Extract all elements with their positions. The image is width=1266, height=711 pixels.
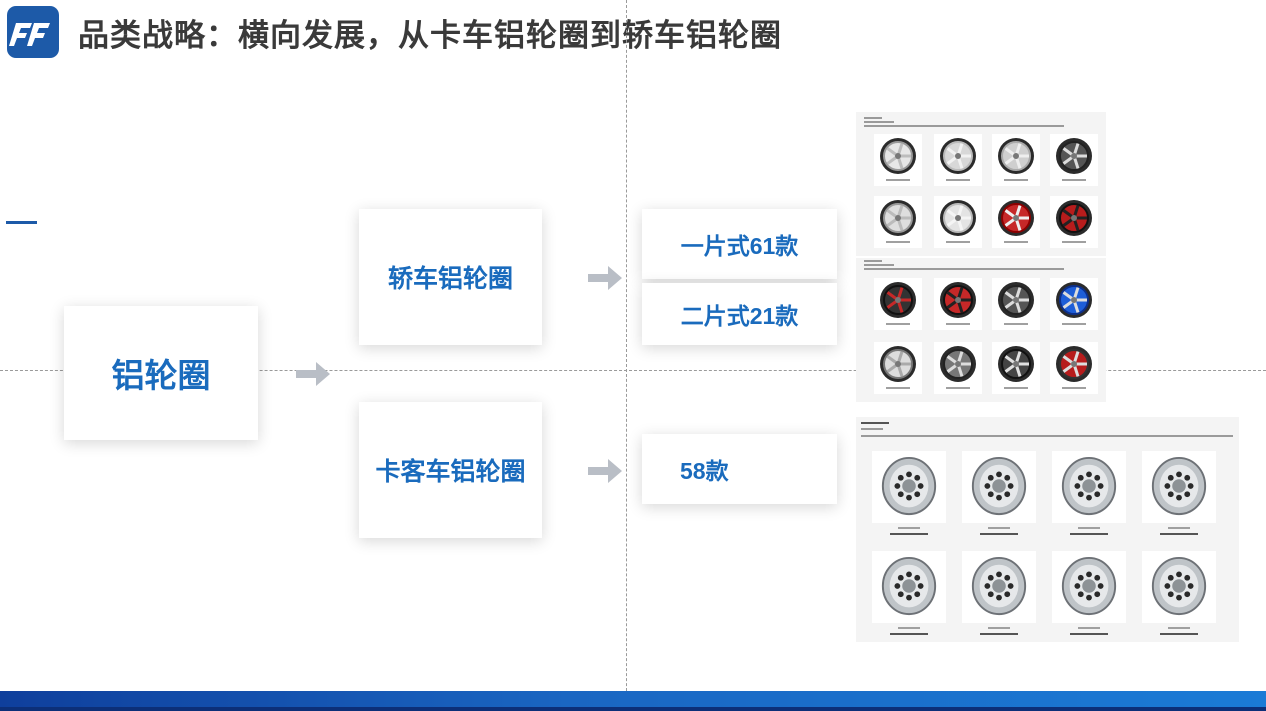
truck-wheel-thumbnail: [872, 551, 946, 623]
car-wheel-thumbnail: [934, 134, 982, 186]
alloy-wheel-icon: [1058, 555, 1120, 622]
root-node-card: 铝轮圈: [64, 306, 258, 440]
alloy-wheel-icon: [878, 198, 918, 243]
car-wheel-thumbnail: [992, 342, 1040, 394]
car-wheel-thumbnail: [1050, 134, 1098, 186]
car-wheel-thumbnail: [934, 196, 982, 248]
truck-wheel-thumbnail: [1142, 551, 1216, 623]
truck-wheel-thumbnail: [1142, 451, 1216, 523]
car-wheel-thumbnail: [874, 134, 922, 186]
car-wheel-thumbnail: [992, 278, 1040, 330]
page-title: 品类战略：横向发展，从卡车铝轮圈到轿车铝轮圈: [78, 18, 782, 53]
alloy-wheel-icon: [996, 198, 1036, 243]
truck-wheel-thumbnail: [1052, 451, 1126, 523]
car-wheel-thumbnail: [1050, 196, 1098, 248]
truck-wheel-thumbnail: [962, 551, 1036, 623]
truck-count-label: 58款: [680, 458, 729, 484]
truck-node-label: 卡客车铝轮圈: [375, 458, 526, 486]
root-node-label: 铝轮圈: [111, 357, 211, 394]
alloy-wheel-icon: [968, 555, 1030, 622]
car-wheel-thumbnail: [874, 342, 922, 394]
truck-wheel-catalog-image: [856, 417, 1239, 642]
one-piece-label: 一片式61款: [680, 233, 799, 259]
alloy-wheel-icon: [996, 280, 1036, 325]
alloy-wheel-icon: [1148, 455, 1210, 522]
alloy-wheel-icon: [878, 344, 918, 389]
alloy-wheel-icon: [996, 344, 1036, 389]
vertical-guide-line: [626, 0, 627, 711]
car-node-card: 轿车铝轮圈: [359, 209, 542, 345]
alloy-wheel-icon: [1148, 555, 1210, 622]
alloy-wheel-icon: [878, 455, 940, 522]
alloy-wheel-icon: [938, 280, 978, 325]
company-logo-icon: [7, 6, 59, 58]
alloy-wheel-icon: [938, 198, 978, 243]
truck-node-card: 卡客车铝轮圈: [359, 402, 542, 538]
footer-bar: [0, 691, 1266, 711]
alloy-wheel-icon: [938, 344, 978, 389]
car-wheel-thumbnail: [1050, 278, 1098, 330]
car-node-label: 轿车铝轮圈: [387, 265, 513, 293]
car-wheel-thumbnail: [992, 196, 1040, 248]
alloy-wheel-icon: [878, 555, 940, 622]
alloy-wheel-icon: [1054, 198, 1094, 243]
alloy-wheel-icon: [968, 455, 1030, 522]
alloy-wheel-icon: [878, 136, 918, 181]
two-piece-card: 二片式21款: [642, 283, 837, 345]
chevron-arrow-icon: [588, 266, 622, 290]
car-wheel-thumbnail: [934, 342, 982, 394]
accent-dash: [6, 221, 37, 224]
footer-strip: [0, 707, 1266, 711]
car-wheel-catalog-image: [856, 112, 1106, 402]
truck-wheel-thumbnail: [1052, 551, 1126, 623]
alloy-wheel-icon: [878, 280, 918, 325]
alloy-wheel-icon: [938, 136, 978, 181]
truck-wheel-thumbnail: [962, 451, 1036, 523]
car-wheel-thumbnail: [992, 134, 1040, 186]
car-wheel-thumbnail: [874, 196, 922, 248]
two-piece-label: 二片式21款: [680, 303, 799, 329]
alloy-wheel-icon: [1054, 280, 1094, 325]
chevron-arrow-icon: [296, 362, 330, 386]
alloy-wheel-icon: [996, 136, 1036, 181]
truck-count-card: 58款: [642, 434, 837, 504]
car-wheel-thumbnail: [874, 278, 922, 330]
truck-wheel-thumbnail: [872, 451, 946, 523]
chevron-arrow-icon: [588, 459, 622, 483]
alloy-wheel-icon: [1054, 136, 1094, 181]
one-piece-card: 一片式61款: [642, 209, 837, 279]
alloy-wheel-icon: [1054, 344, 1094, 389]
alloy-wheel-icon: [1058, 455, 1120, 522]
car-wheel-thumbnail: [934, 278, 982, 330]
horizontal-guide-line: [0, 370, 1266, 371]
car-wheel-thumbnail: [1050, 342, 1098, 394]
